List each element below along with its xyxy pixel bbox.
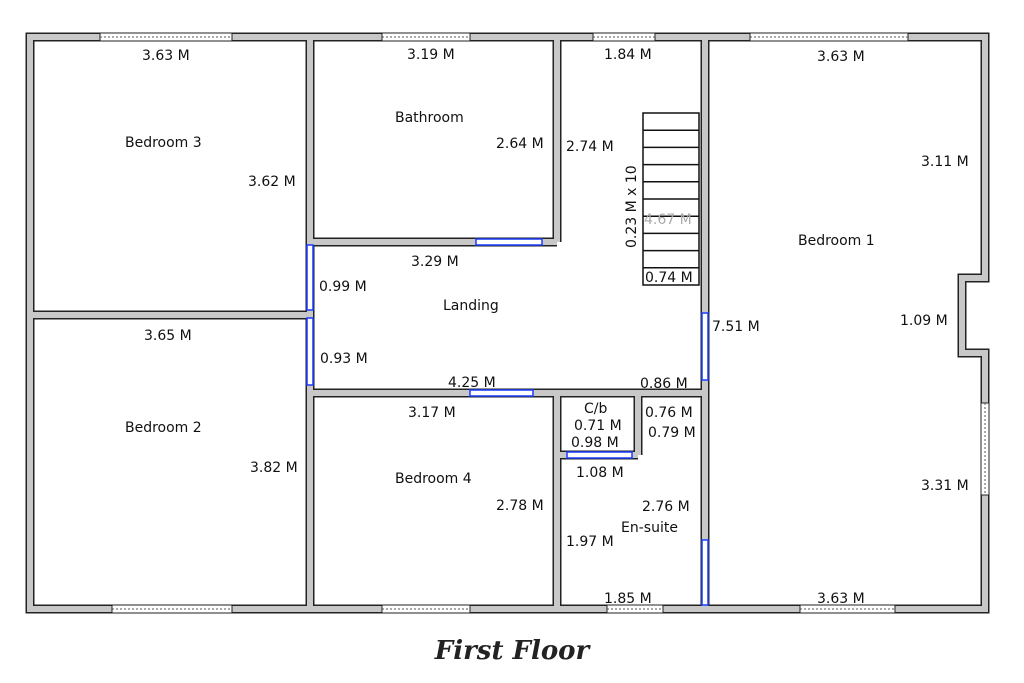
dim-label: 0.86 M [640,376,688,392]
dim-label: 2.76 M [642,499,690,515]
door [306,244,314,311]
dim-label: 0.71 M [574,418,622,434]
doors [306,238,709,606]
dim-label: 3.65 M [144,328,192,344]
wall [27,34,988,612]
door [475,238,543,246]
walls [25,32,990,614]
dim-label: 2.74 M [566,139,614,155]
window [749,32,909,42]
windows [99,32,990,614]
room-label-cupboard: C/b [584,401,607,417]
door [469,389,534,397]
dim-label: 0.23 M x 10 [624,165,640,248]
dim-label: 3.11 M [921,154,969,170]
door [701,539,709,606]
dim-label: 0.74 M [645,270,693,286]
dim-label: 3.31 M [921,478,969,494]
wall-outline [25,32,990,614]
room-label-en-suite: En-suite [621,520,678,536]
dim-label: 3.82 M [250,460,298,476]
dim-label: 1.97 M [566,534,614,550]
dim-label: 4.25 M [448,375,496,391]
dim-label: 0.98 M [571,435,619,451]
dim-label: 0.93 M [320,351,368,367]
dim-label: 1.09 M [900,313,948,329]
dim-label: 0.76 M [645,405,693,421]
staircase [642,112,700,286]
dim-label: 1.08 M [576,465,624,481]
dim-label: 0.99 M [319,279,367,295]
dim-label: 3.63 M [817,49,865,65]
dim-label: 7.51 M [712,319,760,335]
dim-label: 1.85 M [604,591,652,607]
room-label-bedroom-4: Bedroom 4 [395,471,472,487]
dim-label: 3.29 M [411,254,459,270]
dim-label: 3.19 M [407,47,455,63]
room-label-bedroom-2: Bedroom 2 [125,420,202,436]
dim-label: 1.84 M [604,47,652,63]
dim-label: 2.78 M [496,498,544,514]
door [566,451,633,459]
door [701,312,709,381]
room-label-landing: Landing [443,298,499,314]
dim-label: 4.67 M [644,212,692,228]
room-label-bathroom: Bathroom [395,110,464,126]
dim-label: 3.62 M [248,174,296,190]
floor-title: First Floor [434,636,590,666]
dim-label: 3.63 M [142,48,190,64]
dim-label: 2.64 M [496,136,544,152]
dim-label: 3.63 M [817,591,865,607]
dim-label: 0.79 M [648,425,696,441]
room-label-bedroom-3: Bedroom 3 [125,135,202,151]
door [306,317,314,386]
room-label-bedroom-1: Bedroom 1 [798,233,875,249]
dim-label: 3.17 M [408,405,456,421]
